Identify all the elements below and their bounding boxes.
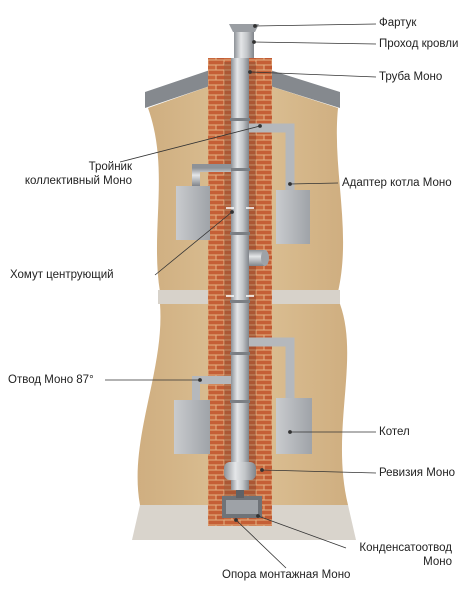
label-mounting-support: Опора монтажная Моно (222, 569, 351, 581)
label-collective-tee-line1: Тройник (88, 161, 132, 173)
mounting-support (222, 490, 262, 518)
label-condensate-drain: Конденсатоотвод Моно (330, 541, 452, 569)
pipe-joints (230, 118, 250, 403)
label-apron: Фартук (379, 17, 417, 29)
mono-pipe (231, 58, 249, 473)
label-revision: Ревизия Моно (379, 467, 456, 479)
upper-boiler-left (176, 164, 231, 240)
label-elbow: Отвод Моно 87° (8, 374, 94, 386)
label-boiler-adapter: Адаптер котла Моно (342, 177, 452, 189)
centering-clamp (226, 207, 254, 297)
label-collective-tee-line2: коллективный Моно (24, 175, 132, 187)
apron (229, 24, 259, 32)
label-collective-tee: Тройник коллективный Моно (4, 160, 132, 188)
collective-tee (249, 250, 269, 266)
label-boiler: Котел (379, 426, 410, 438)
label-condensate-drain-line1: Конденсатоотвод (359, 542, 452, 554)
label-condensate-drain-line2: Моно (423, 556, 452, 568)
roof-slab (145, 70, 340, 108)
lower-boiler-right (249, 337, 312, 454)
revision-tee (224, 462, 256, 490)
leader-lines (105, 23, 377, 569)
roof-passage (234, 30, 254, 58)
label-mono-pipe: Труба Моно (379, 71, 443, 83)
label-roof-passage: Проход кровли (379, 38, 459, 50)
label-centering-clamp: Хомут центрующий (10, 269, 114, 281)
chimney-top (229, 24, 259, 58)
upper-boiler-right (249, 123, 310, 244)
